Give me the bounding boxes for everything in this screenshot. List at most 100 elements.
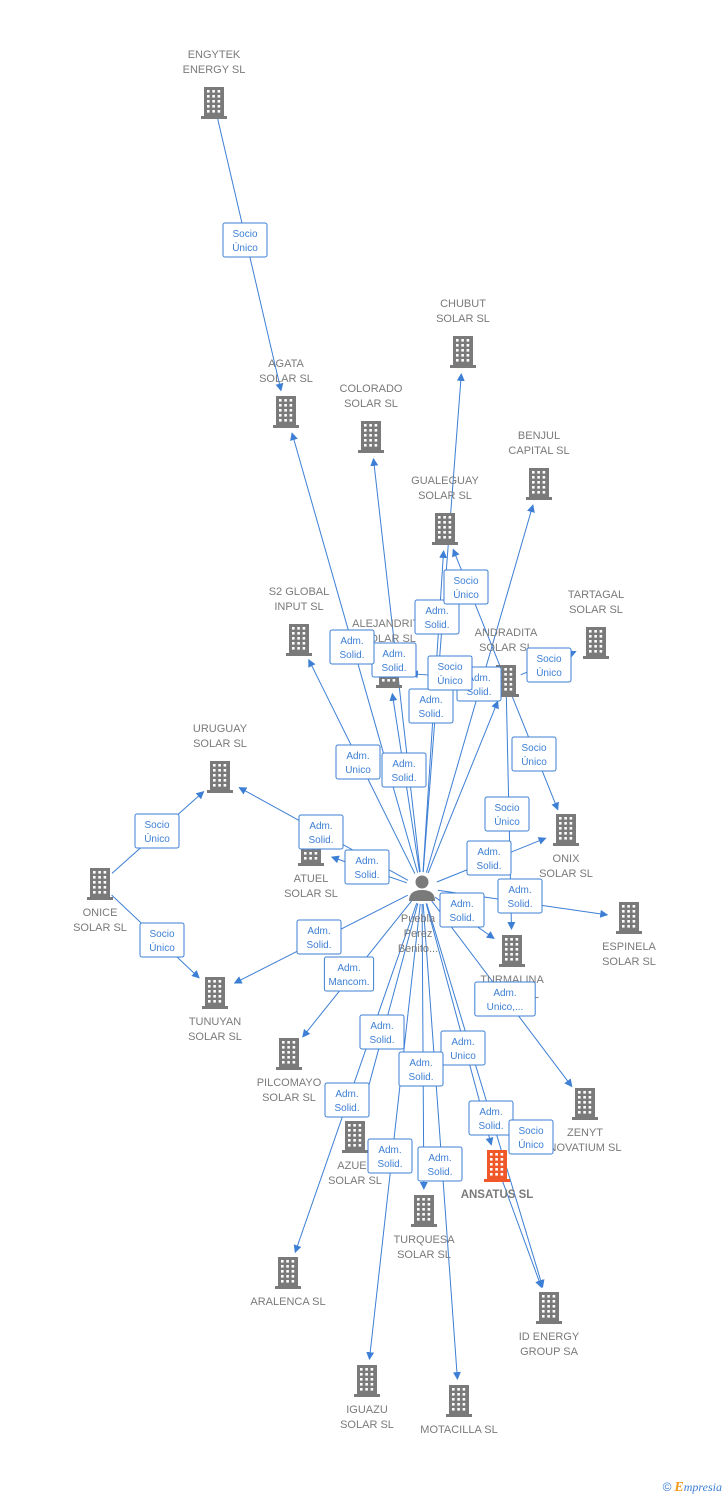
company-name-line: SOLAR SL <box>362 633 416 645</box>
edge-label-text: Único <box>144 832 170 845</box>
company-name-line: ONIX <box>553 853 581 865</box>
edge-label-person-zenyt[interactable]: Adm.Unico,... <box>474 981 536 1017</box>
company-name-line: GUALEGUAY <box>411 475 479 487</box>
edge-label-box <box>440 1030 486 1066</box>
edge-label-person-idenergy[interactable]: Adm.Solid. <box>468 1100 514 1136</box>
company-name-line: SOLAR SL <box>188 1031 242 1043</box>
edge-label-person-iguazu[interactable]: Adm.Solid. <box>367 1138 413 1174</box>
edge-label-box <box>439 892 485 928</box>
edge-label-text: Socio <box>149 929 174 940</box>
edge-label-person-onix[interactable]: Adm.Solid. <box>466 840 512 876</box>
edge-label-box <box>324 1082 370 1118</box>
edge-label-box <box>335 744 381 780</box>
edge-label-person-gualeguay[interactable]: Adm.Solid. <box>414 599 460 635</box>
edge-label-box <box>468 1100 514 1136</box>
node-motacilla[interactable]: MOTACILLA SL <box>420 1385 498 1436</box>
company-name-line: CAPITAL SL <box>508 445 569 457</box>
company-name-line: ARALENCA SL <box>250 1296 325 1308</box>
company-name-line: ALEJANDRITA <box>352 618 426 630</box>
edge-label-text: Adm. <box>392 759 415 770</box>
edge-label-text: Adm. <box>467 673 490 684</box>
edge-label-text: Adm. <box>340 636 363 647</box>
edge-label-text: Adm. <box>355 856 378 867</box>
edge-label-text: Socio <box>521 743 546 754</box>
edge-label-person-s2global[interactable]: Adm.Solid. <box>329 629 375 665</box>
edge-label-box <box>139 922 185 958</box>
copyright-symbol: © <box>662 1480 672 1494</box>
building-icon <box>358 421 384 453</box>
node-aralenca[interactable]: ARALENCA SL <box>250 1257 326 1308</box>
edge-label-person-colorado[interactable]: Adm.Solid. <box>371 642 417 678</box>
building-icon <box>536 1292 562 1324</box>
edge-label-person-espinela[interactable]: Adm.Solid. <box>497 878 543 914</box>
edge-label-person-agata[interactable]: Adm.Unico <box>335 744 381 780</box>
edge-label-text: Solid. <box>476 861 501 872</box>
company-name-line: S2 GLOBAL <box>269 586 330 598</box>
edge-label-text: Adm. <box>346 751 369 762</box>
edge-label-person-tunuyan[interactable]: Adm.Solid. <box>296 919 342 955</box>
edge-label-person-turmalina[interactable]: Adm.Solid. <box>439 892 485 928</box>
edge-label-text: Adm. <box>425 606 448 617</box>
edge-label-person-alejandrita[interactable]: Adm.Solid. <box>408 688 454 724</box>
edge-label-person-aralenca[interactable]: Adm.Solid. <box>324 1082 370 1118</box>
edge-label-person-uruguay[interactable]: Adm. Solid. <box>298 814 344 850</box>
edge-person-aralenca <box>293 902 418 1254</box>
company-name-line: SOLAR SL <box>284 888 338 900</box>
company-name-line: ANSATUS SL <box>461 1189 534 1201</box>
company-name-line: SOLAR SL <box>328 1175 382 1187</box>
edge-label-text: Adm. <box>335 1089 358 1100</box>
edge-label-text: Adm. <box>508 885 531 896</box>
edge-label-person-pilcomayo[interactable]: Adm.Mancom. <box>323 956 375 992</box>
company-name-line: SOLAR SL <box>479 642 533 654</box>
edge-label-person-atuel[interactable]: Adm.Solid. <box>344 849 390 885</box>
edge-label-text: Adm. <box>309 821 332 832</box>
building-icon <box>273 396 299 428</box>
edge-label-box <box>344 849 390 885</box>
edge-label-text: Adm. <box>378 1145 401 1156</box>
building-icon <box>276 1038 302 1070</box>
edge-label-person-motacilla[interactable]: Adm.Solid. <box>417 1146 463 1182</box>
building-icon <box>616 902 642 934</box>
node-ansatus[interactable]: ANSATUS SL <box>461 1150 534 1201</box>
edge-label-person-chubut[interactable]: Adm.Solid. <box>381 752 427 788</box>
edge-label-person-turquesa[interactable]: Adm.Solid. <box>398 1051 444 1087</box>
company-name-line: GROUP SA <box>520 1346 579 1358</box>
edge-label-text: Solid. <box>308 835 333 846</box>
company-name-line: AGATA <box>268 358 304 370</box>
company-name-line: ZENYT <box>567 1127 603 1139</box>
edge-label-person-azuel[interactable]: Adm.Solid. <box>359 1014 405 1050</box>
edge-label-box <box>323 956 375 992</box>
brand-footer[interactable]: ©Empresia <box>663 1480 722 1496</box>
edge-label-person-ansatus[interactable]: Adm.Unico <box>440 1030 486 1066</box>
node-person[interactable]: PueblaPerezBenito... <box>398 875 438 956</box>
